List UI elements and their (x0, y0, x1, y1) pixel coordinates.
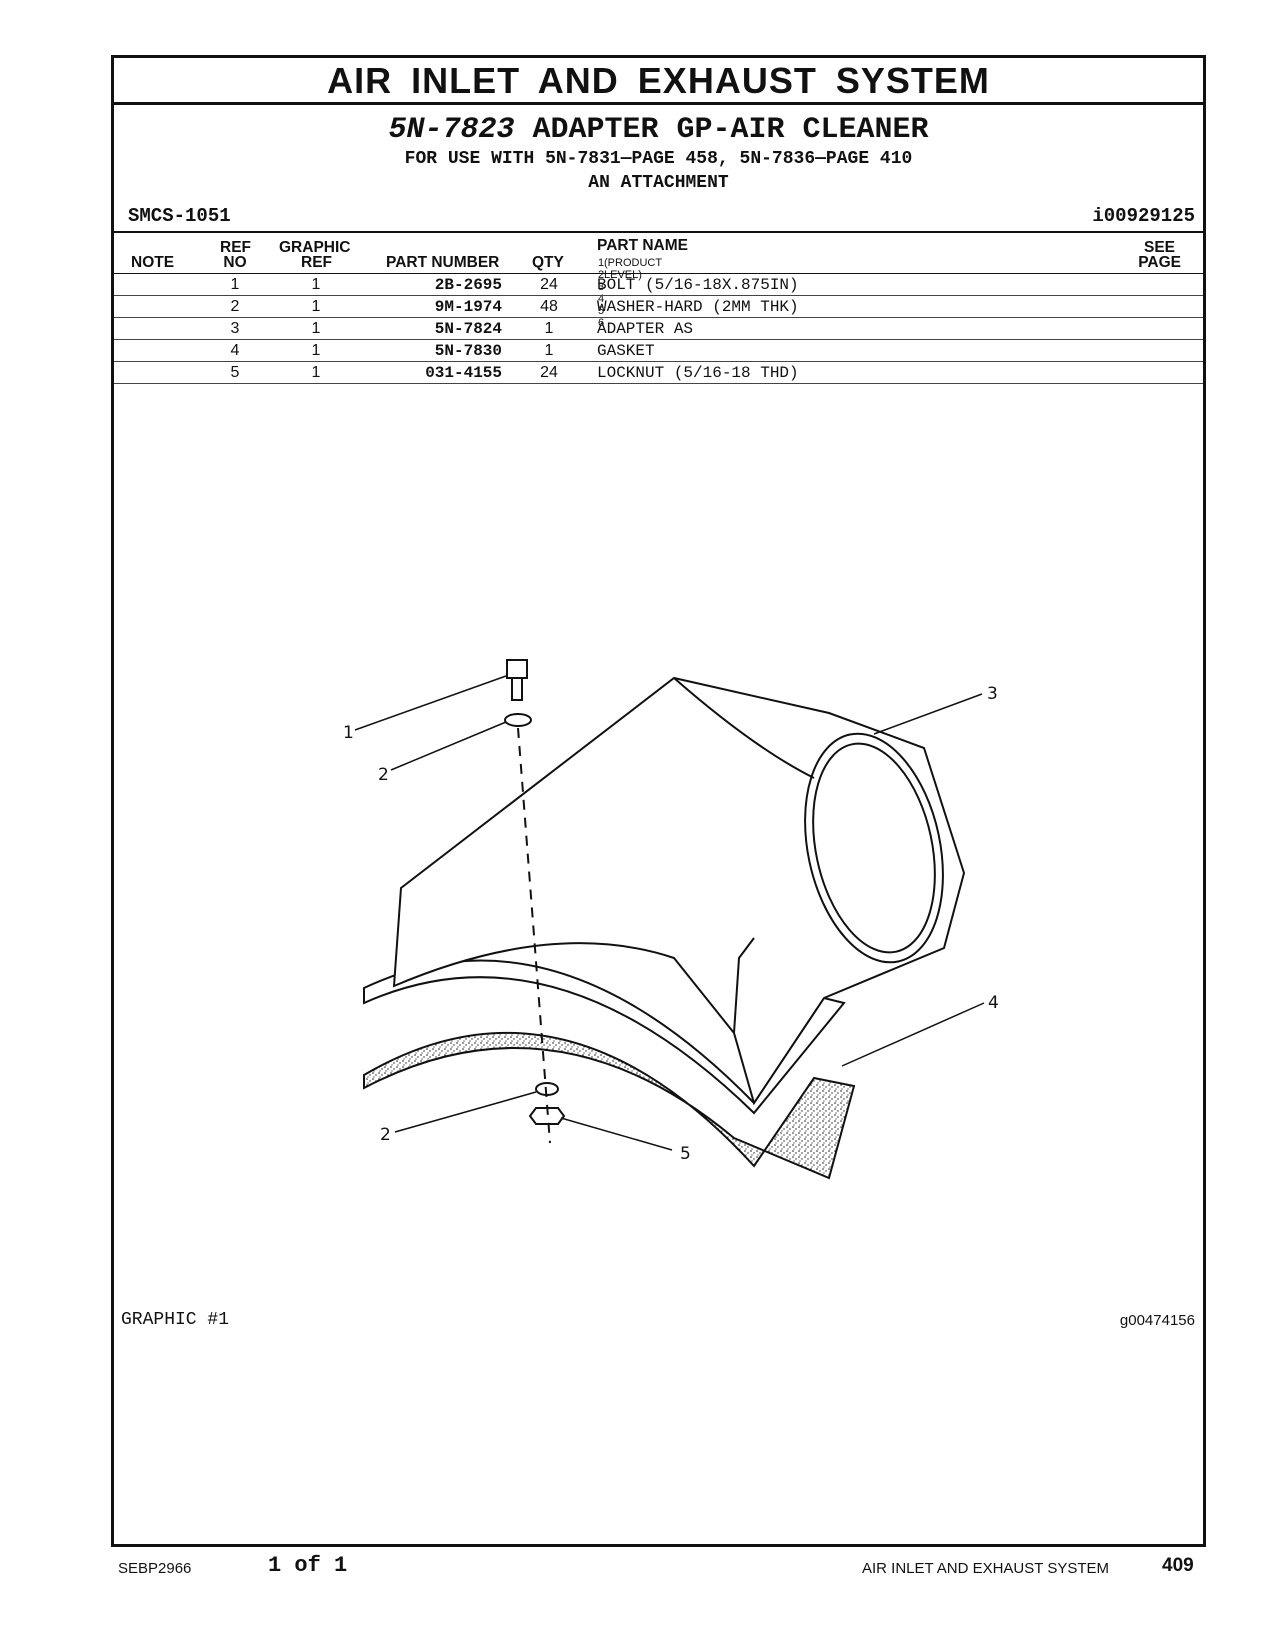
part-number: 9M-1974 (434, 298, 502, 316)
table-header: NOTE REF NO GRAPHIC REF PART NUMBER QTY … (114, 233, 1203, 329)
graphic-label: GRAPHIC #1 (121, 1310, 230, 1330)
qty: 1 (544, 342, 554, 359)
adapter-flange (363, 959, 846, 1115)
attachment-note: AN ATTACHMENT (588, 173, 729, 193)
callout-2: 2 (378, 765, 389, 785)
table-row: 3 1 5N-7824 1 ADAPTER AS (114, 318, 1203, 340)
col-graphic-bottom: REF (301, 254, 332, 271)
qty: 24 (540, 276, 558, 293)
part-number: 5N-7830 (434, 342, 502, 360)
ref-no: 2 (230, 298, 240, 315)
ref-no: 4 (230, 342, 240, 359)
footer-page-number: 409 (1162, 1555, 1194, 1576)
footer-section: AIR INLET AND EXHAUST SYSTEM (862, 1560, 1110, 1577)
col-qty: QTY (532, 254, 564, 271)
graphic-ref: 1 (311, 298, 321, 315)
callout-4: 4 (988, 993, 999, 1013)
ref-no: 1 (230, 276, 240, 293)
callout-2-lower: 2 (380, 1125, 391, 1145)
footer-page-of: 1 of 1 (268, 1553, 348, 1578)
levels-numbers: 1 2 3 4 5 6 (598, 257, 605, 329)
col-see-top: SEE (1143, 239, 1175, 256)
part-name: BOLT (5/16-18X.875IN) (597, 276, 799, 294)
table-row: 1 1 2B-2695 24 BOLT (5/16-18X.875IN) (114, 274, 1203, 296)
table-row: 5 1 031-4155 24 LOCKNUT (5/16-18 THD) (114, 362, 1203, 384)
part-number: 5N-7824 (434, 320, 502, 338)
qty: 1 (544, 320, 554, 337)
part-number: 2B-2695 (434, 276, 502, 294)
product-level-label: (PRODUCT LEVEL) (604, 257, 662, 281)
part-name: ADAPTER AS (597, 320, 694, 338)
col-note: NOTE (131, 254, 175, 271)
footer-doc-id: SEBP2966 (118, 1560, 192, 1577)
callout-1: 1 (343, 723, 354, 743)
exploded-view-illustration: 1 2 3 4 2 5 (343, 659, 999, 1180)
col-see-bottom: PAGE (1138, 254, 1181, 271)
smcs-code: SMCS-1051 (128, 205, 231, 227)
ref-no: 5 (230, 364, 240, 381)
table-row: 2 1 9M-1974 48 WASHER-HARD (2MM THK) (114, 296, 1203, 318)
graphic-ref: 1 (311, 342, 321, 359)
group-name: ADAPTER GP-AIR CLEANER (532, 113, 929, 147)
group-heading: 5N-7823 ADAPTER GP-AIR CLEANER (114, 113, 1203, 147)
section-title: AIR INLET AND EXHAUST SYSTEM (114, 58, 1203, 105)
graphic-ref: 1 (311, 320, 321, 337)
col-graphic-top: GRAPHIC (279, 239, 351, 256)
bolt-shape (506, 659, 528, 679)
info-id: i00929125 (1092, 205, 1195, 227)
callout-3: 3 (987, 684, 998, 704)
qty: 24 (540, 364, 558, 381)
adapter-outlet (804, 732, 944, 964)
col-part-name: PART NAME (597, 237, 688, 254)
graphic-ref: 1 (311, 364, 321, 381)
parts-table-body: 1 1 2B-2695 24 BOLT (5/16-18X.875IN) 2 1… (114, 274, 1203, 384)
graphic-id: g00474156 (1119, 1312, 1195, 1329)
table-row: 4 1 5N-7830 1 GASKET (114, 340, 1203, 362)
part-number: 031-4155 (425, 364, 502, 382)
callout-5: 5 (680, 1144, 691, 1164)
col-ref-bottom: NO (223, 254, 247, 271)
locknut-shape (528, 1107, 566, 1125)
gasket-shape (363, 1031, 856, 1180)
ids-row: SMCS-1051 i00929125 (114, 203, 1203, 233)
ref-no: 3 (230, 320, 240, 337)
col-part-number: PART NUMBER (386, 254, 500, 271)
page-frame: AIR INLET AND EXHAUST SYSTEM 5N-7823 ADA… (111, 55, 1206, 1547)
for-use-with: FOR USE WITH 5N-7831—PAGE 458, 5N-7836—P… (404, 149, 913, 169)
qty: 48 (540, 298, 558, 315)
col-ref-top: REF (220, 239, 251, 256)
graphic-ref: 1 (311, 276, 321, 293)
part-name: WASHER-HARD (2MM THK) (597, 298, 799, 316)
group-part-number: 5N-7823 (388, 113, 515, 147)
part-name: GASKET (597, 342, 655, 360)
part-name: LOCKNUT (5/16-18 THD) (597, 364, 799, 382)
washer-top (504, 713, 532, 727)
